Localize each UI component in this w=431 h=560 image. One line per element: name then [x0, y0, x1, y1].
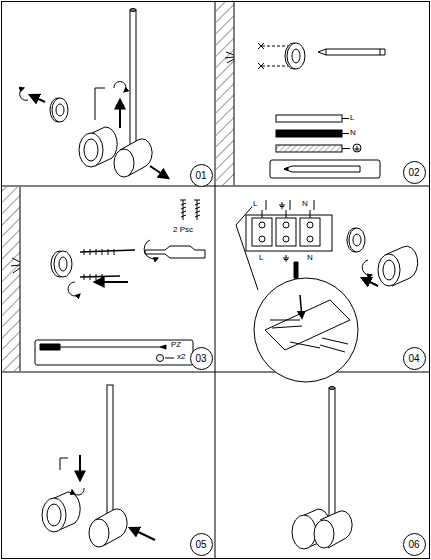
- step5-figure: [42, 385, 155, 547]
- step1-figure: [20, 9, 168, 179]
- step4-figure: [236, 200, 418, 382]
- terminal-label: N: [306, 254, 314, 262]
- quantity-label: x2: [176, 353, 186, 361]
- step-number-text: 06: [408, 539, 419, 550]
- divider: [2, 372, 430, 373]
- terminal-label: L: [258, 254, 264, 262]
- step-number: 02: [403, 161, 426, 184]
- step3-figure: [2, 187, 205, 371]
- step6-figure: [292, 387, 352, 550]
- step-number: 03: [190, 347, 213, 370]
- step-number-text: 01: [195, 170, 206, 181]
- step-number-text: 03: [195, 353, 206, 364]
- terminal-label: N: [301, 200, 309, 208]
- step-number: 04: [403, 347, 426, 370]
- step-number: 05: [190, 533, 213, 556]
- divider: [2, 186, 430, 187]
- step-number-text: 04: [408, 353, 419, 364]
- tool-label: PZ: [170, 341, 182, 349]
- step2-figure: [216, 2, 385, 185]
- step-number-text: 02: [408, 167, 419, 178]
- divider: [215, 2, 216, 559]
- step-number: 01: [190, 164, 213, 187]
- step-number: 06: [403, 533, 426, 556]
- quantity-label: 2 Psc: [172, 226, 194, 234]
- step-number-text: 05: [195, 539, 206, 550]
- wire-label: L: [349, 114, 355, 122]
- wire-label: N: [349, 129, 357, 137]
- terminal-label: L: [252, 200, 258, 208]
